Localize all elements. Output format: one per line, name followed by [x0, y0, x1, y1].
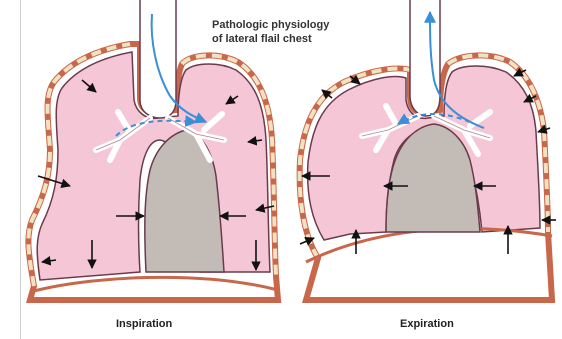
inspiration-caption: Inspiration — [116, 318, 172, 330]
expiration-caption: Expiration — [400, 318, 454, 330]
figure-title-line-1: Pathologic physiology — [212, 18, 352, 32]
expiration-trachea — [410, 0, 440, 116]
figure-title: Pathologic physiology of lateral flail c… — [212, 18, 352, 46]
figure-title-line-2: of lateral flail chest — [212, 32, 352, 46]
inspiration-diaphragm — [30, 277, 278, 292]
inspiration-trachea — [140, 0, 176, 118]
